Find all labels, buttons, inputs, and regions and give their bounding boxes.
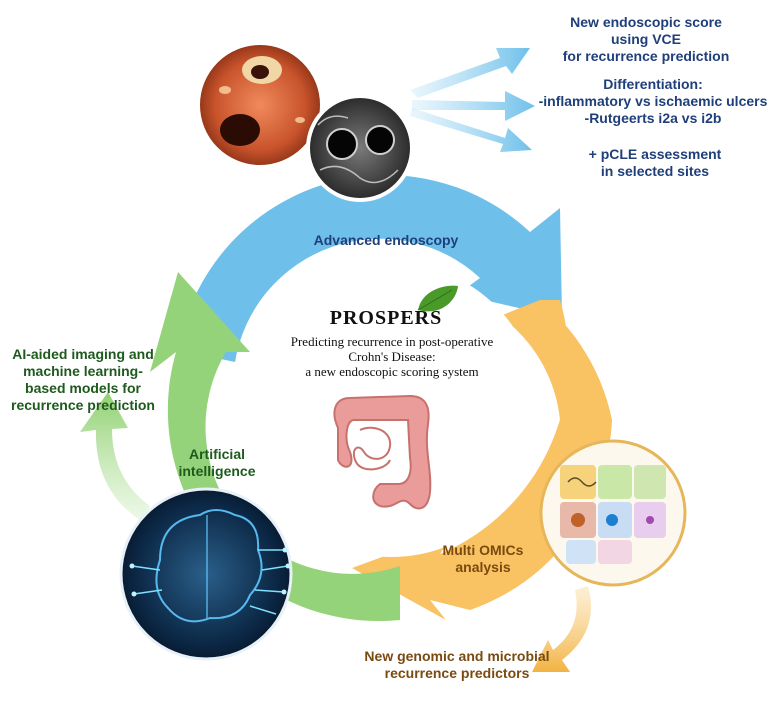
puzzle-omics-image bbox=[539, 439, 687, 587]
endoscopy-output-2-line2: -inflammatory vs ischaemic ulcers bbox=[538, 93, 768, 109]
ai-line1: Artificial bbox=[188, 446, 245, 462]
multi-omics-line2: analysis bbox=[455, 559, 511, 575]
segment-advanced-endoscopy bbox=[178, 175, 562, 362]
endoscopy-output-arrows bbox=[410, 48, 535, 152]
endoscopy-output-1-line2: using VCE bbox=[610, 31, 681, 47]
endoscopy-output-1-line3: for recurrence prediction bbox=[562, 48, 730, 64]
leaf-icon bbox=[417, 285, 458, 312]
endoscopy-output-1-line1: New endoscopic score bbox=[570, 14, 722, 30]
prospers-title: PROSPERS bbox=[329, 307, 443, 329]
subtitle-line2: Crohn's Disease: bbox=[348, 349, 436, 364]
endoscopy-output-3: + pCLE assessment in selected sites bbox=[570, 146, 740, 180]
segment-label-multi-omics: Multi OMICs analysis bbox=[428, 542, 538, 576]
omics-output-line1: New genomic and microbial bbox=[364, 648, 550, 664]
subtitle-line3: a new endoscopic scoring system bbox=[305, 364, 479, 379]
segment-label-advanced-endoscopy: Advanced endoscopy bbox=[313, 232, 459, 248]
ai-output-arrow bbox=[80, 392, 150, 520]
prospers-subtitle: Predicting recurrence in post-operative … bbox=[276, 334, 508, 379]
omics-output-arrow bbox=[532, 586, 591, 672]
ai-output-line1: AI-aided imaging and bbox=[12, 346, 154, 362]
endoscopy-output-3-line2: in selected sites bbox=[600, 163, 710, 179]
ai-output-line4: recurrence prediction bbox=[11, 397, 155, 413]
pcle-image bbox=[306, 94, 414, 202]
endoscopy-image bbox=[196, 41, 324, 169]
segment-label-artificial-intelligence: Artificial intelligence bbox=[172, 446, 262, 480]
subtitle-line1: Predicting recurrence in post-operative bbox=[290, 334, 494, 349]
omics-output-text: New genomic and microbial recurrence pre… bbox=[352, 648, 562, 682]
endoscopy-output-1: New endoscopic score using VCE for recur… bbox=[546, 14, 746, 65]
ai-output-line3: based models for bbox=[25, 380, 141, 396]
ai-output-text: AI-aided imaging and machine learning- b… bbox=[4, 346, 162, 414]
endoscopy-output-2-line1: Differentiation: bbox=[603, 76, 703, 92]
ai-line2: intelligence bbox=[178, 463, 256, 479]
endoscopy-output-2-line3: -Rutgeerts i2a vs i2b bbox=[584, 110, 722, 126]
endoscopy-output-3-line1: + pCLE assessment bbox=[588, 146, 722, 162]
ai-output-line2: machine learning- bbox=[23, 363, 143, 379]
segment-multi-omics bbox=[352, 300, 588, 620]
colon-icon bbox=[333, 394, 432, 510]
multi-omics-line1: Multi OMICs bbox=[442, 542, 524, 558]
omics-output-line2: recurrence predictors bbox=[384, 665, 530, 681]
brain-circuit-image bbox=[119, 487, 293, 661]
endoscopy-output-2: Differentiation: -inflammatory vs ischae… bbox=[538, 76, 768, 127]
